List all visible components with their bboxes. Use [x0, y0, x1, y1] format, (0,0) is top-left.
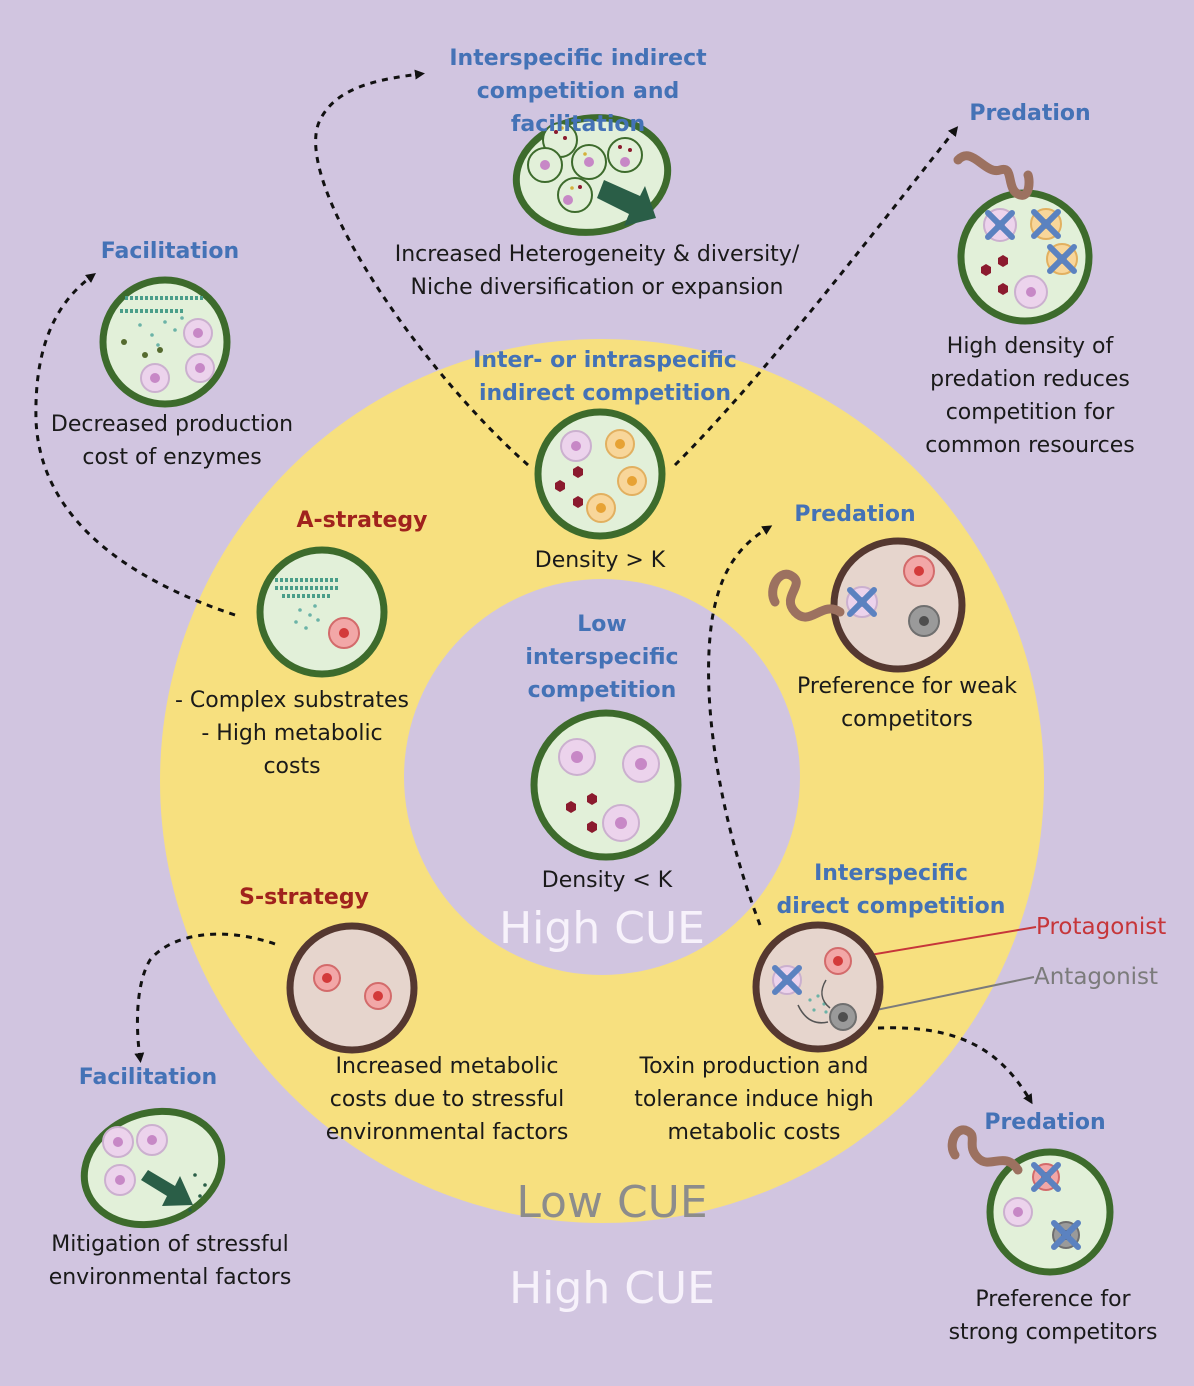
top-right-desc: High density of predation reduces compet… — [925, 334, 1135, 458]
center-caption: Density < K — [541, 868, 673, 893]
arrow-to-bottom-left — [134, 932, 276, 1063]
direct-desc: Toxin production and tolerance induce hi… — [634, 1054, 874, 1145]
arrow-direct-to-predation — [707, 525, 773, 926]
a-strategy-title: A-strategy — [296, 508, 428, 533]
top-left-cell — [99, 276, 231, 408]
top-center-desc: Increased Heterogeneity & diversity/ Nic… — [394, 242, 800, 300]
indirect-title: Inter- or intraspecific indirect competi… — [473, 348, 737, 406]
top-left-desc: Decreased production cost of enzymes — [50, 412, 294, 470]
direct-competition-cell — [752, 921, 884, 1053]
bottom-right-desc: Preference for strong competitors — [948, 1287, 1158, 1345]
protagonist-label: Protagonist — [1036, 914, 1167, 940]
inner-cue-label: High CUE — [499, 903, 705, 954]
protagonist-pointer — [852, 926, 1037, 962]
worm-icon — [768, 569, 845, 622]
bottom-left-cell — [80, 1107, 226, 1229]
top-center-arrow-icon — [597, 180, 656, 226]
arrow-to-top-right — [673, 126, 959, 467]
direct-title: Interspecific direct competition — [776, 861, 1006, 919]
outer-cue-label: High CUE — [509, 1263, 715, 1314]
s-strategy-cell — [286, 922, 418, 1054]
top-right-cell — [953, 151, 1093, 325]
top-left-title: Facilitation — [100, 239, 240, 264]
center-cell — [530, 709, 682, 861]
worm-icon — [953, 151, 1034, 200]
a-strategy-cell — [256, 546, 388, 678]
center-title: Low interspecific competition — [525, 612, 679, 703]
arrow-to-top-center — [314, 69, 529, 467]
top-center-cell — [512, 114, 672, 236]
bottom-left-arrow-icon — [141, 1170, 193, 1206]
antagonist-label: Antagonist — [1034, 964, 1159, 990]
arrow-to-top-left — [34, 272, 236, 617]
worm-icon — [947, 1125, 1023, 1175]
predation-ring-title: Predation — [794, 502, 916, 527]
a-strategy-desc: - Complex substrates - High metabolic co… — [174, 688, 410, 779]
predation-ring-desc: Preference for weak competitors — [797, 674, 1017, 732]
bottom-right-title: Predation — [984, 1110, 1106, 1135]
connector-arrows — [34, 69, 1033, 1105]
top-center-title: Interspecific indirect competition and f… — [449, 46, 707, 137]
arrow-to-bottom-right — [877, 1026, 1033, 1105]
predation-ring-cell — [768, 537, 966, 673]
ring-cue-label: Low CUE — [516, 1177, 708, 1228]
bottom-left-title: Facilitation — [78, 1065, 218, 1090]
indirect-caption: Density > K — [534, 548, 666, 573]
bottom-right-cell — [947, 1125, 1114, 1276]
top-right-title: Predation — [969, 101, 1091, 126]
bottom-left-desc: Mitigation of stressful environmental fa… — [48, 1232, 292, 1290]
antagonist-pointer — [856, 976, 1035, 1018]
s-strategy-title: S-strategy — [239, 885, 369, 910]
indirect-competition-cell — [534, 408, 666, 540]
s-strategy-desc: Increased metabolic costs due to stressf… — [325, 1054, 569, 1145]
